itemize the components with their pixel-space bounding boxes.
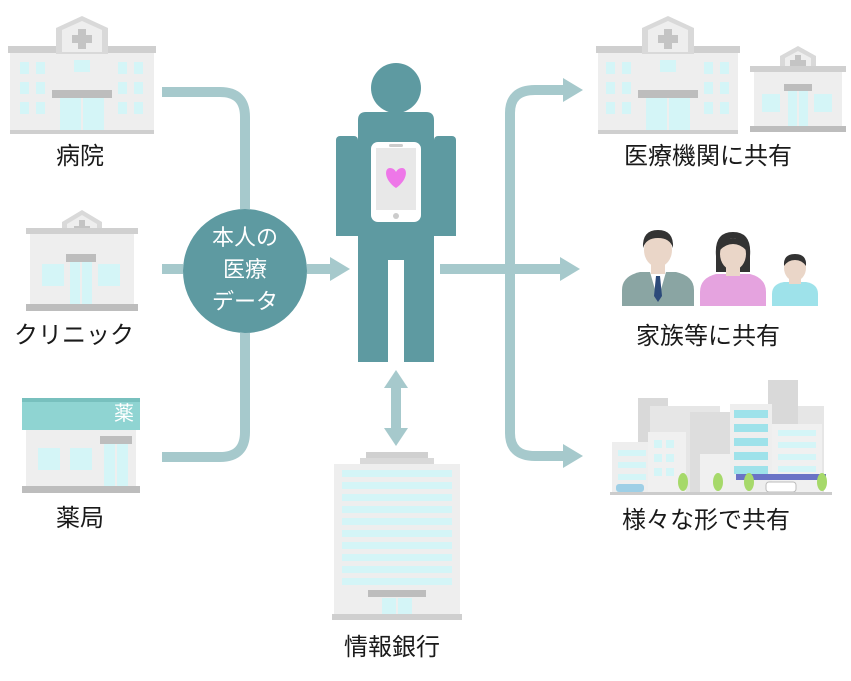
connector-lines xyxy=(162,85,565,462)
pharmacy-icon xyxy=(22,398,140,493)
pharmacy-sign-text: 薬 xyxy=(114,401,134,425)
arrow-up-person xyxy=(384,370,408,388)
hospital-icon xyxy=(8,16,156,134)
heart-icon xyxy=(386,168,406,188)
label-pharmacy: 薬局 xyxy=(56,504,104,532)
label-share-medical: 医療機関に共有 xyxy=(624,142,792,170)
father-figure xyxy=(622,230,694,306)
person-figure xyxy=(336,63,456,362)
bank-building-icon xyxy=(332,452,462,620)
arrow-to-various xyxy=(563,444,583,468)
label-info-bank: 情報銀行 xyxy=(344,633,440,661)
label-hospital: 病院 xyxy=(56,142,104,170)
hub-label-line1: 本人の xyxy=(211,226,278,251)
hub-label-line2: 医療 xyxy=(222,258,267,283)
label-clinic: クリニック xyxy=(14,321,134,349)
label-share-family: 家族等に共有 xyxy=(636,322,780,350)
clinic-icon xyxy=(26,210,138,311)
arrow-to-family xyxy=(560,257,580,281)
hub-circle: 本人の 医療 データ xyxy=(183,209,307,333)
connector-share-medical xyxy=(505,85,565,269)
arrowheads xyxy=(330,78,583,468)
connector-pharmacy xyxy=(162,333,250,462)
city-icon xyxy=(610,380,832,495)
smartphone-icon xyxy=(371,142,421,222)
connector-hospital xyxy=(162,87,250,209)
hub-label-line3: データ xyxy=(211,290,278,315)
connector-share-various xyxy=(505,269,565,461)
arrow-down-bank xyxy=(384,428,408,446)
label-share-various: 様々な形で共有 xyxy=(622,506,790,534)
mother-figure xyxy=(700,232,766,306)
arrow-to-medical xyxy=(563,78,583,102)
family-icon xyxy=(622,230,818,306)
child-figure xyxy=(772,254,818,306)
arrow-to-person xyxy=(330,257,350,281)
medical-institutions-icon xyxy=(596,16,846,134)
